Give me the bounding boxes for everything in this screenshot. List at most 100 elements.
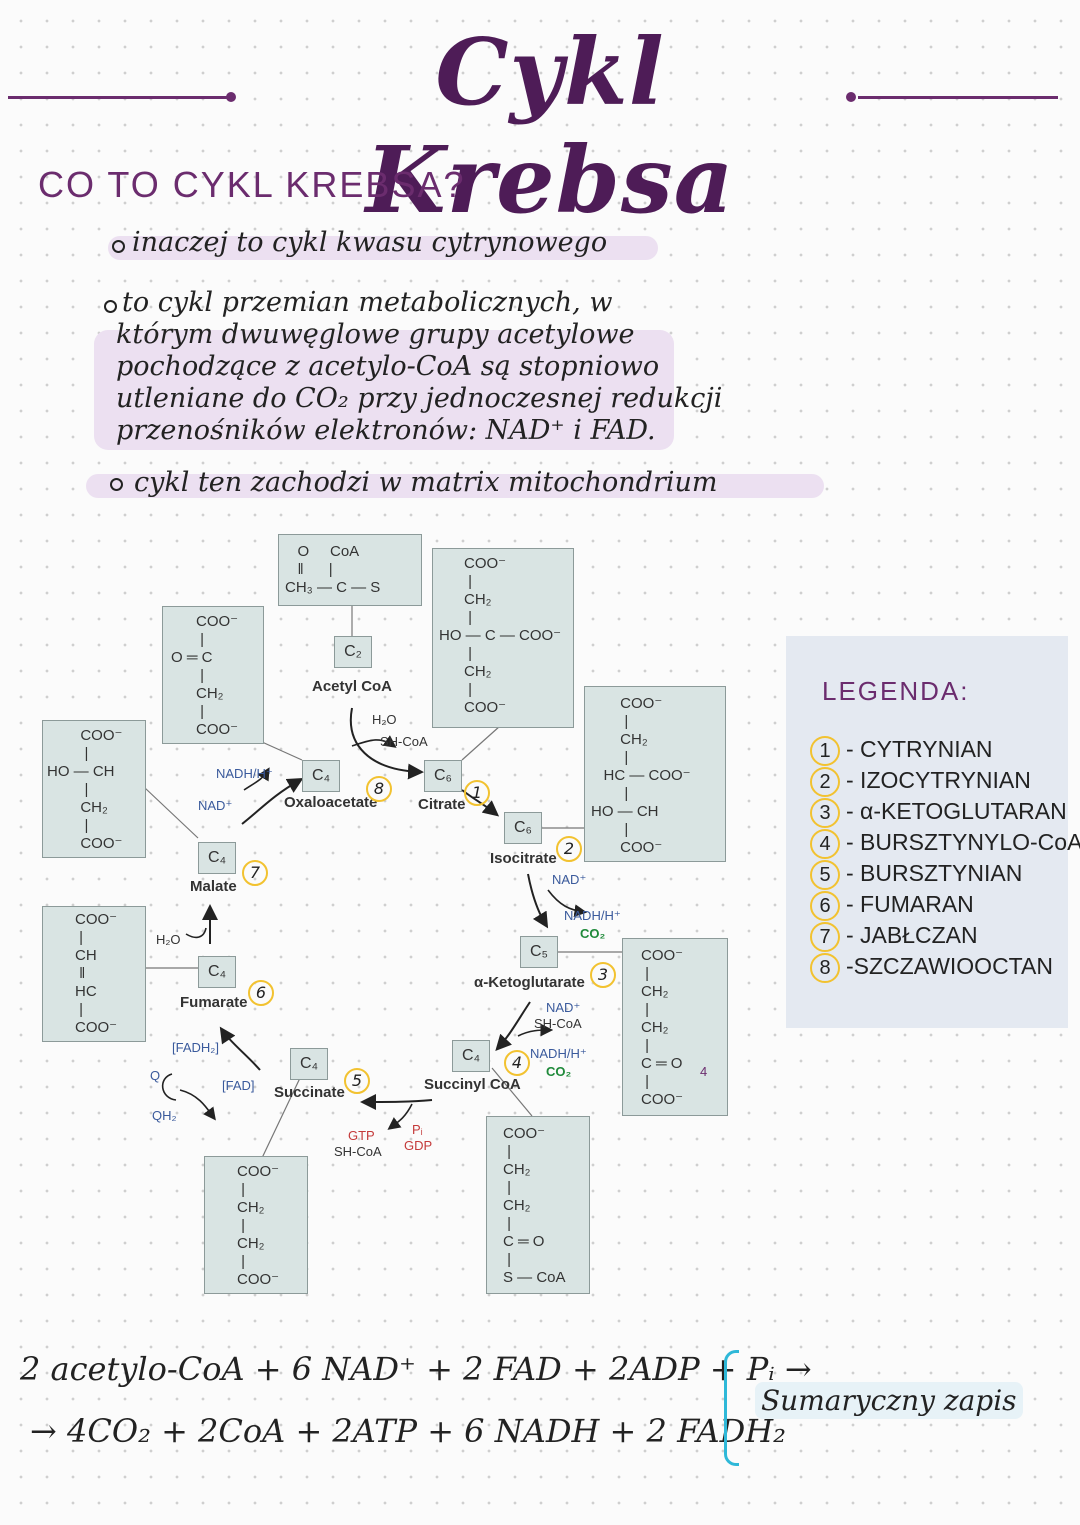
stray-mark-4: 4 [700,1064,708,1079]
fumarate-structure-box: COO⁻ | CH ‖ HC | COO⁻ [42,906,146,1042]
fumarate-formula: COO⁻ | CH ‖ HC | COO⁻ [75,911,118,1036]
step-number-8: 8 [366,776,392,802]
cofactor-shcoa-succ: SH-CoA [334,1144,382,1159]
step-number-6: 6 [248,980,274,1006]
cofactor-nad-malate: NAD⁺ [198,798,233,813]
oxaloacetate-label: Oxaloacetate [284,794,378,811]
malate-carbon-box: C₄ [198,842,236,874]
cofactor-qh2: QH₂ [152,1108,177,1123]
highlight-3 [86,474,824,498]
oxaloacetate-carbon-box: C₄ [302,760,340,792]
cofactor-shcoa-top: SH-CoA [380,734,428,749]
succinyl-coa-formula: COO⁻ | CH₂ | CH₂ | C ═ O | S — CoA [503,1125,566,1286]
citrate-formula: COO⁻ | CH₂ | HO — C — COO⁻ | CH₂ | COO⁻ [439,555,562,716]
note-para-line-3: pochodzące z acetylo-CoA są stopniowo [116,351,660,382]
ketoglutarate-label: α-Ketoglutarate [474,974,585,991]
title-dot-right [846,92,856,102]
highlight-1 [108,236,658,260]
cofactor-gdp: GDP [404,1138,433,1153]
legend-number: 4 [810,829,840,859]
step-number-7: 7 [242,860,268,886]
isocitrate-label: Isocitrate [490,850,557,867]
legend-item: 7- JABŁCZAN [810,922,978,952]
legend-item: 2- IZOCYTRYNIAN [810,767,1031,797]
cofactor-h2o-top: H₂O [372,712,397,727]
succinyl-coa-carbon-box: C₄ [452,1040,490,1072]
cofactor-nadh-keto: NADH/H⁺ [530,1046,587,1061]
legend-text: - BURSZTYNYLO-CoA [846,829,1080,855]
acetyl-coa-formula: O CoA ‖ | CH₃ — C — S [285,543,381,596]
legend-item: 4- BURSZTYNYLO-CoA [810,829,1080,859]
fumarate-carbon-box: C₄ [198,956,236,988]
note-line-1: inaczej to cykl kwasu cytrynowego [132,227,608,258]
equation-line-2: → 4CO₂ + 2CoA + 2ATP + 6 NADH + 2 FADH₂ [30,1412,786,1450]
citrate-label: Citrate [418,796,466,813]
legend-text: - BURSZTYNIAN [846,860,1023,886]
cofactor-nad-iso: NAD⁺ [552,872,587,887]
krebs-cycle-arrows [144,602,622,1159]
note-para-line-1: to cykl przemian metabolicznych, w [122,287,613,318]
cofactor-nadh-malate: NADH/H⁺ [216,766,273,781]
bullet-1 [112,240,125,253]
isocitrate-carbon-box: C₆ [504,812,542,844]
note-line-3: cykl ten zachodzi w matrix mitochondrium [134,467,718,498]
succinate-formula: COO⁻ | CH₂ | CH₂ | COO⁻ [237,1163,280,1288]
legend-text: -SZCZAWIOOCTAN [846,953,1053,979]
cofactor-co2-iso: CO₂ [580,926,606,941]
ketoglutarate-carbon-box: C₅ [520,936,558,968]
step-number-1: 1 [464,780,490,806]
title-line-left [8,96,230,99]
legend-item: 8-SZCZAWIOOCTAN [810,953,1053,983]
succinate-carbon-box: C₄ [290,1048,328,1080]
section-question: CO TO CYKL KREBSA? [38,164,466,205]
title-dot-left [226,92,236,102]
highlight-2 [94,330,674,450]
legend-title: LEGENDA: [822,676,970,706]
oxaloacetate-structure-box: COO⁻ | O ═ C | CH₂ | COO⁻ [162,606,264,744]
legend-number: 5 [810,860,840,890]
cofactor-co2-keto: CO₂ [546,1064,572,1079]
title-line-right [858,96,1058,99]
legend-item: 3- α-KETOGLUTARAN [810,798,1067,828]
step-number-2: 2 [556,836,582,862]
cofactor-fad: [FAD] [222,1078,255,1093]
legend-panel: LEGENDA: 1- CYTRYNIAN 2- IZOCYTRYNIAN 3-… [786,636,1080,1028]
note-para-line-4: utleniane do CO₂ przy jednoczesnej reduk… [116,383,723,414]
legend-number: 2 [810,767,840,797]
legend-number: 8 [810,953,840,983]
bullet-3 [110,478,123,491]
equation-line-1: 2 acetylo-CoA + 6 NAD⁺ + 2 FAD + 2ADP + … [20,1350,812,1388]
cofactor-nadh-iso: NADH/H⁺ [564,908,621,923]
legend-number: 6 [810,891,840,921]
acetyl-coa-label: Acetyl CoA [312,678,393,695]
bullet-2 [104,300,117,313]
ketoglutarate-formula: COO⁻ | CH₂ | CH₂ | C ═ O | COO⁻ [641,947,684,1108]
step-number-5: 5 [344,1068,370,1094]
malate-formula: COO⁻ | HO — CH | CH₂ | COO⁻ [47,727,123,852]
legend-item: 6- FUMARAN [810,891,974,921]
note-para-line-5: przenośników elektronów: NAD⁺ i FAD. [116,415,656,446]
legend-item: 5- BURSZTYNIAN [810,860,1022,890]
cofactor-shcoa-keto: SH-CoA [534,1016,582,1031]
succinyl-coa-label: Succinyl CoA [424,1076,521,1093]
note-para-line-2: którym dwuwęglowe grupy acetylowe [116,319,635,350]
cofactor-nad-keto: NAD⁺ [546,1000,581,1015]
legend-text: - JABŁCZAN [846,922,978,948]
malate-structure-box: COO⁻ | HO — CH | CH₂ | COO⁻ [42,720,146,858]
oxaloacetate-formula: COO⁻ | O ═ C | CH₂ | COO⁻ [171,613,239,738]
isocitrate-structure-box: COO⁻ | CH₂ | HC — COO⁻ | HO — CH | COO⁻ [584,686,726,862]
succinate-structure-box: COO⁻ | CH₂ | CH₂ | COO⁻ [204,1156,308,1294]
cofactor-q: Q [150,1068,161,1083]
legend-number: 1 [810,736,840,766]
succinate-label: Succinate [274,1084,345,1101]
acetyl-coa-carbon-box: C₂ [334,636,372,668]
cofactor-fadh2: [FADH₂] [172,1040,219,1055]
malate-label: Malate [190,878,237,895]
succinyl-coa-structure-box: COO⁻ | CH₂ | CH₂ | C ═ O | S — CoA [486,1116,590,1294]
cofactor-h2o-fumarate: H₂O [156,932,181,947]
legend-text: - CYTRYNIAN [846,736,993,762]
page-title: Cykl Krebsa [365,18,735,234]
cofactor-pi: Pᵢ [412,1122,423,1137]
legend-text: - FUMARAN [846,891,974,917]
acetyl-coa-structure-box: O CoA ‖ | CH₃ — C — S [278,534,422,606]
